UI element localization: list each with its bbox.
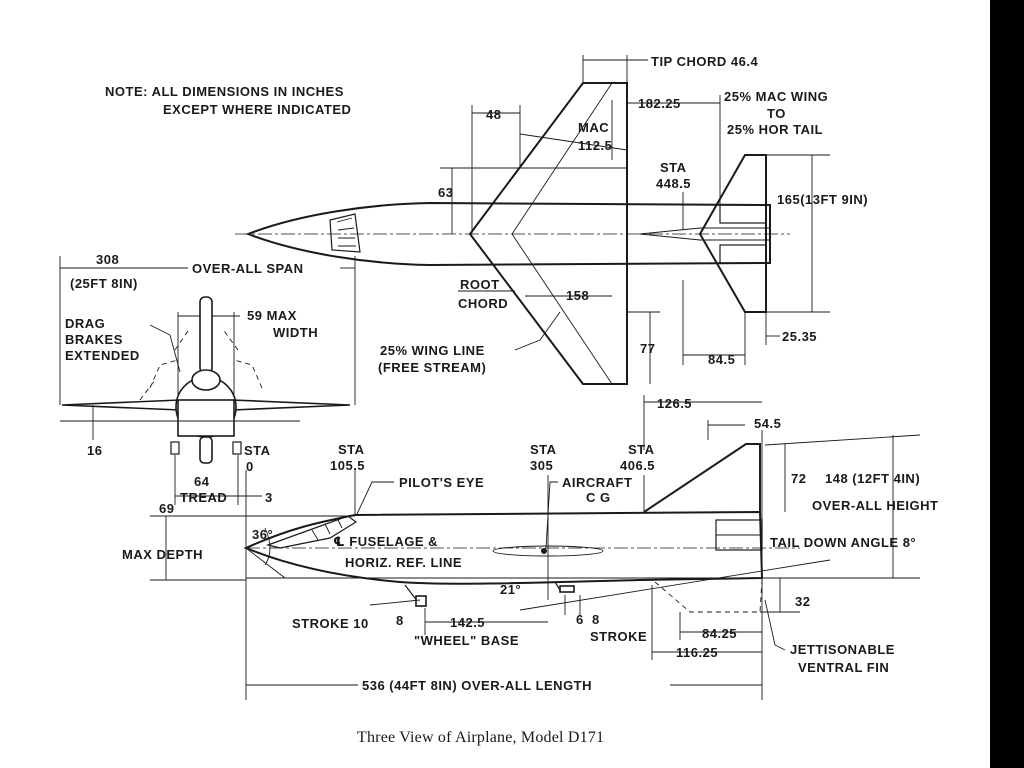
cg-symbol: [541, 548, 547, 554]
pilot-eye-label: PILOT'S EYE: [399, 475, 484, 490]
dim-72: 72: [791, 471, 806, 486]
sta-105-label: STA: [338, 442, 365, 457]
top-horizontal-tail: [698, 154, 767, 313]
top-canopy: [329, 213, 361, 253]
mac-value: 112.5: [578, 138, 612, 153]
height-label: OVER-ALL HEIGHT: [812, 498, 938, 513]
dim-116-25: 116.25: [676, 645, 718, 660]
overall-length: 536 (44FT 8IN) OVER-ALL LENGTH: [362, 678, 592, 693]
dim-16: 16: [87, 443, 102, 458]
top-view: TIP CHORD 46.4 182.25 25% MAC WING TO 25…: [235, 54, 868, 385]
dim-8-main: 8: [592, 612, 600, 627]
dim-32: 32: [795, 594, 810, 609]
stroke-label: STROKE: [590, 629, 647, 644]
sta-0-value: 0: [246, 459, 254, 474]
front-view: 308 (25FT 8IN) OVER-ALL SPAN DRAG BRAKES…: [59, 252, 356, 505]
dim-69: 69: [159, 501, 174, 516]
tip-chord-label: TIP CHORD 46.4: [651, 54, 758, 69]
dim-84-5: 84.5: [708, 352, 735, 367]
dim-6: 6: [576, 612, 584, 627]
dim-25-35: 25.35: [782, 329, 817, 344]
note-line-1: NOTE: ALL DIMENSIONS IN INCHES: [105, 84, 344, 99]
aircraft-cg-1: AIRCRAFT: [562, 475, 632, 490]
dim-3: 3: [265, 490, 273, 505]
note-line-2: EXCEPT WHERE INDICATED: [163, 102, 351, 117]
tail-span-label: 165(13FT 9IN): [777, 192, 868, 207]
side-view: STA 105.5 STA 305 STA 406.5 126.5 54.5 7…: [122, 395, 938, 700]
span-value: 308: [96, 252, 119, 267]
three-view-drawing: NOTE: ALL DIMENSIONS IN INCHES EXCEPT WH…: [59, 54, 938, 746]
root-chord-2: CHORD: [458, 296, 508, 311]
mac-line: [519, 133, 628, 151]
front-canopy: [191, 369, 221, 391]
angle-36: 36°: [252, 527, 273, 542]
front-fin: [199, 296, 213, 374]
sta-406-value: 406.5: [620, 458, 655, 473]
mac-wing-line-2: TO: [767, 106, 786, 121]
dim-8-front: 8: [396, 613, 404, 628]
drag-brakes-1: DRAG: [65, 316, 105, 331]
max-width-1: 59 MAX: [247, 308, 297, 323]
stroke-10-label: STROKE 10: [292, 616, 369, 631]
mac-wing-line-3: 25% HOR TAIL: [727, 122, 823, 137]
sta-305-label: STA: [530, 442, 557, 457]
height-value: 148 (12FT 4IN): [825, 471, 920, 486]
drag-brakes-2: BRAKES: [65, 332, 123, 347]
dim-77: 77: [640, 341, 655, 356]
span-label: OVER-ALL SPAN: [192, 261, 303, 276]
max-width-2: WIDTH: [273, 325, 318, 340]
sta-448-value: 448.5: [656, 176, 691, 191]
dim-142-5: 142.5: [450, 615, 485, 630]
fuselage-ref-2: HORIZ. REF. LINE: [345, 555, 462, 570]
ventral-fin-2: VENTRAL FIN: [798, 660, 889, 675]
side-vertical-tail: [643, 443, 761, 513]
sta-0-label: STA: [244, 443, 271, 458]
tread-label: TREAD: [180, 490, 227, 505]
ventral-fin-1: JETTISONABLE: [790, 642, 895, 657]
dim-182-25: 182.25: [638, 96, 681, 111]
wing-line-2: (FREE STREAM): [378, 360, 486, 375]
dim-158: 158: [566, 288, 589, 303]
mac-wing-line-1: 25% MAC WING: [724, 89, 828, 104]
top-wing-planform: [468, 82, 628, 385]
sta-448-label: STA: [660, 160, 687, 175]
drag-brakes-3: EXTENDED: [65, 348, 140, 363]
front-nose-gear: [199, 436, 213, 464]
span-ft: (25FT 8IN): [70, 276, 138, 291]
tread-value: 64: [194, 474, 210, 489]
wheel-base-label: "WHEEL" BASE: [414, 633, 519, 648]
dim-48: 48: [486, 107, 501, 122]
figure-caption: Three View of Airplane, Model D171: [357, 729, 604, 746]
side-canopy: [265, 515, 358, 549]
tail-down-angle: TAIL DOWN ANGLE 8°: [770, 535, 916, 550]
side-fuselage-outline: [243, 510, 764, 585]
sta-406-label: STA: [628, 442, 655, 457]
drawing-page: NOTE: ALL DIMENSIONS IN INCHES EXCEPT WH…: [0, 0, 990, 768]
root-chord-1: ROOT: [460, 277, 500, 292]
dim-63: 63: [438, 185, 453, 200]
sta-105-value: 105.5: [330, 458, 365, 473]
angle-21: 21°: [500, 582, 521, 597]
sta-305-value: 305: [530, 458, 553, 473]
fuselage-ref-1: ℄ FUSELAGE &: [333, 534, 438, 549]
dim-84-25: 84.25: [702, 626, 737, 641]
ventral-fin: [654, 579, 763, 613]
max-depth-label: MAX DEPTH: [122, 547, 203, 562]
dim-54-5: 54.5: [754, 416, 781, 431]
wing-line-1: 25% WING LINE: [380, 343, 485, 358]
aircraft-cg-2: C G: [586, 490, 611, 505]
dim-126-5: 126.5: [657, 396, 692, 411]
mac-label: MAC: [578, 120, 609, 135]
